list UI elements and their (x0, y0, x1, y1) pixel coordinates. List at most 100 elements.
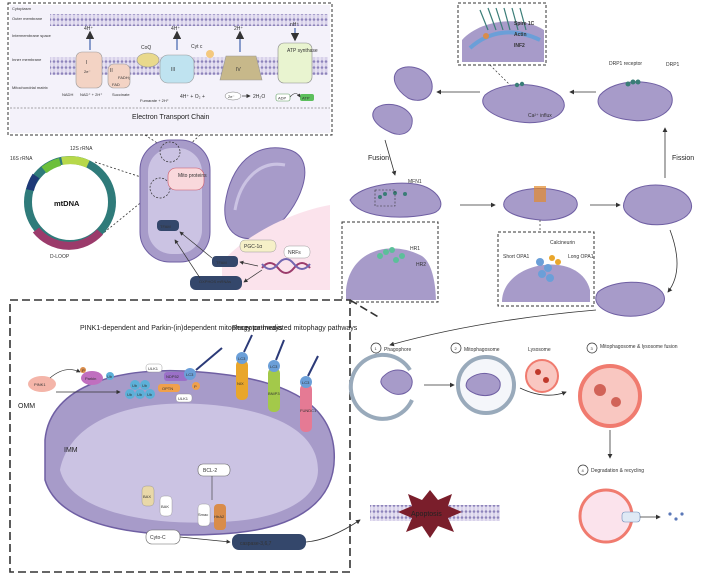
calcineurin-marker (534, 186, 546, 202)
fused-mito-shape (503, 188, 578, 221)
tfam-label-outer: TFAM (216, 260, 227, 265)
lysosome (525, 359, 559, 393)
hr1-label: HR1 (410, 246, 420, 252)
lysosome-enzyme-1 (535, 369, 541, 375)
complex-ii (107, 63, 131, 89)
pgc1a-label: PGC-1α (244, 244, 262, 250)
step4-number: 4 (582, 468, 585, 473)
autolysosome-debris-1 (594, 384, 606, 396)
bnip3-label: BNIP3 (268, 391, 280, 396)
ub-chain-1 (125, 389, 135, 399)
arrow-caspase-apoptosis (305, 519, 361, 543)
atp-synthase-label: ATP synthase (287, 48, 318, 54)
autolysosome (578, 364, 642, 428)
nrfs-box (283, 245, 311, 259)
dividing-mito-center (482, 84, 565, 124)
pink-pathway-title: PINK1-dependent and Parkin-(in)dependent… (80, 325, 283, 332)
fusion-zoom-marker (374, 189, 396, 207)
mito-inner (148, 148, 202, 254)
oxphos-box (190, 276, 242, 290)
phagophore-cargo (380, 369, 413, 395)
mfn1-dot-4 (403, 192, 407, 196)
short-opa1-label: Short OPA1 (503, 254, 530, 260)
smac-box (197, 503, 211, 527)
proton-label-atp: nH⁺ (290, 22, 299, 28)
nix-tether (243, 334, 253, 353)
daughter-mito-2 (372, 103, 413, 135)
pink1-label: PINK1 (34, 382, 46, 387)
fadh2-label: FADH₂ (118, 75, 131, 80)
apoptosis-group: Apoptosis (370, 490, 500, 538)
hr-coil-1 (377, 253, 383, 259)
smac-label: Smac (198, 512, 208, 517)
arrow-to-phagophore (389, 309, 597, 347)
spire-label: Spire 1C (514, 21, 535, 27)
ub-chain-2-label: Ub (137, 392, 143, 397)
zoom-circle-mid (149, 177, 171, 199)
water-label: 2H₂O (253, 94, 265, 100)
nrfs-label: NRFs (288, 250, 301, 256)
adp-label: ADP (278, 96, 287, 101)
phospho-parkin (80, 367, 86, 373)
fundc1-label: FUNDC1 (300, 408, 317, 413)
complex-i-label: I (86, 60, 87, 66)
fusing-mitochondria (349, 182, 442, 218)
htra2-box (214, 504, 226, 530)
recycled-molecule-2 (674, 517, 678, 521)
cytoc-label: Cyto-C (150, 535, 166, 541)
electron-label-i: 2e⁻ (84, 69, 91, 74)
opa1-blob-1 (536, 258, 544, 266)
daughter-mito-1 (393, 66, 433, 101)
intermembrane-label: Intermembrane space (12, 33, 52, 38)
ulk1-top-label: ULK1 (148, 366, 159, 371)
arrow-dna-oxphos (243, 269, 263, 283)
caspase-box (232, 534, 306, 550)
nadh-label: NADH (62, 92, 73, 97)
step3-label: Mitophagosome & lysosome fusion (600, 344, 678, 350)
dloop-segment (32, 227, 103, 250)
inner-membrane-label: Inner membrane (12, 57, 42, 62)
ndp52-label: NDP52 (166, 374, 180, 379)
atp-synthase (277, 42, 313, 84)
lc3-bnip3 (268, 360, 280, 372)
rrna-16s-segment (41, 158, 62, 174)
nix-receptor (236, 360, 248, 400)
caspase-label: caspase-3,6,7 (240, 541, 272, 547)
large-mito-inner (60, 403, 318, 523)
arrow-tfam-mito (179, 231, 213, 259)
calcineurin-label: Calcineurin (550, 240, 575, 246)
drp1-receptor-label: DRP1 receptor (609, 61, 642, 67)
tfam-label-inner: TFAM (160, 224, 171, 229)
ub-chain-4-label: Ub (132, 383, 138, 388)
fad-label: FAD (112, 82, 120, 87)
complex-ii-label: II (110, 68, 113, 74)
actin-filament-1 (479, 9, 489, 31)
dividing-mitochondria: DRP1 receptor DRP1 Ca²⁺ influx Fission (436, 61, 694, 178)
large-mito (623, 184, 693, 226)
apoptosis-label: Apoptosis (411, 511, 442, 518)
ub-floating (106, 372, 114, 380)
phagophore-tether (195, 347, 223, 371)
omm-label: OMM (18, 403, 35, 410)
fission-label: Fission (672, 155, 694, 162)
ub-chain-2 (135, 389, 145, 399)
oxygen-reaction-label: 4H⁺ + O₂ + (180, 94, 205, 100)
cytc-carrier (206, 50, 214, 58)
step4-label: Degradation & recycling (591, 468, 644, 474)
opa1-blob-3 (538, 270, 546, 278)
ulk1-bottom-box (175, 393, 193, 403)
parkin-label: Parkin (85, 376, 96, 381)
step1-number: 1 (375, 346, 378, 351)
oxphos-label: OXPHOS mRNAs (199, 279, 231, 284)
etc-panel: Cytoplasm Outer membrane Intermembrane s… (7, 2, 333, 136)
cytoplasm-label: Cytoplasm (12, 6, 32, 11)
step3-number: 3 (591, 346, 594, 351)
fumarate-label: Fumarate + 2H⁺ (140, 98, 169, 103)
atp-chip (300, 94, 314, 101)
phagophore-membrane (348, 352, 414, 421)
ub-chain-5 (140, 380, 150, 390)
ub-chain-1-label: Ub (127, 392, 133, 397)
optn-box (158, 384, 180, 392)
mitochondrion-right (224, 147, 306, 240)
